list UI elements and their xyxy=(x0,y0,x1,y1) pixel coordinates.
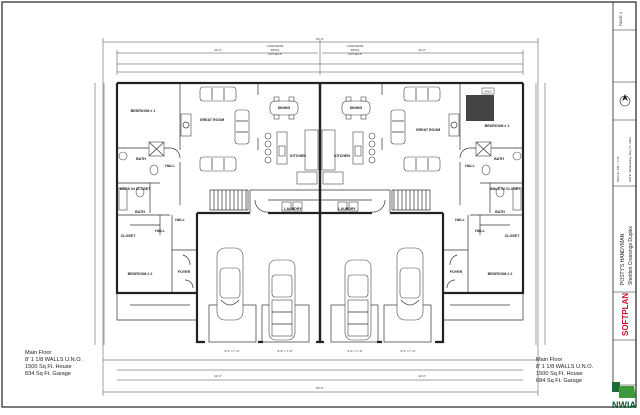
svg-text:HALL: HALL xyxy=(155,229,165,233)
svg-text:KITCHEN: KITCHEN xyxy=(290,154,306,158)
room-labels-left: BEDROOM # 1 GREAT ROOM DINING KITCHEN BA… xyxy=(120,106,307,353)
svg-text:LAUNDRY: LAUNDRY xyxy=(338,207,356,211)
svg-text:GREAT ROOM: GREAT ROOM xyxy=(416,128,441,132)
svg-text:BATH: BATH xyxy=(495,210,505,214)
svg-text:9'-0" x 7'-0": 9'-0" x 7'-0" xyxy=(400,349,415,353)
svg-text:1500 Sq Ft. House: 1500 Sq Ft. House xyxy=(536,371,583,377)
svg-text:BEDROOM # 2: BEDROOM # 2 xyxy=(488,272,513,276)
king-label: KING xyxy=(484,90,492,94)
patio-label-left: CONCRETE PATIO OR DECK xyxy=(267,44,284,56)
notes-right: Main Floor 8' 1 1/8 WALLS U.N.O. 1500 Sq… xyxy=(536,357,594,384)
project-name: Sheldon Crossings Duplex xyxy=(628,226,634,285)
svg-text:GREAT ROOM: GREAT ROOM xyxy=(200,118,225,122)
svg-text:PATIO: PATIO xyxy=(351,48,360,52)
overall-width-dim-bottom: 84'-0" xyxy=(316,386,324,390)
unit-width-dim-right: 42'-0" xyxy=(418,48,426,52)
svg-text:KITCHEN: KITCHEN xyxy=(334,154,350,158)
unit-width-dim-left-bottom: 42'-0" xyxy=(214,374,222,378)
svg-text:WALK IN CLOSET: WALK IN CLOSET xyxy=(490,187,522,191)
patio-label-right: CONCRETE PATIO OR DECK xyxy=(347,44,364,56)
svg-text:8' 1 1/8 WALLS U.N.O.: 8' 1 1/8 WALLS U.N.O. xyxy=(25,357,83,363)
svg-text:8' 1 1/8 WALLS U.N.O.: 8' 1 1/8 WALLS U.N.O. xyxy=(536,364,594,370)
svg-text:9'-0" x 7'-0": 9'-0" x 7'-0" xyxy=(347,349,362,353)
svg-text:OR DECK: OR DECK xyxy=(268,52,282,56)
svg-text:Main Floor: Main Floor xyxy=(25,350,52,356)
svg-text:CONCRETE: CONCRETE xyxy=(347,44,364,48)
svg-text:684 Sq Ft. Garage: 684 Sq Ft. Garage xyxy=(536,378,582,384)
svg-text:LAUNDRY: LAUNDRY xyxy=(284,207,302,211)
svg-text:BEDROOM # 1: BEDROOM # 1 xyxy=(131,109,156,113)
unit-right xyxy=(318,81,525,344)
svg-text:HALL: HALL xyxy=(465,164,475,168)
scale: SCALE: 1/8" = 1'-0" xyxy=(616,156,620,182)
page-number: PAGE 1 xyxy=(618,11,623,26)
svg-text:Main Floor: Main Floor xyxy=(536,357,563,363)
title-block: PAGE 1 SCALE: 1/8" = 1'-0" DATE: Wednesd… xyxy=(612,2,636,410)
unit-width-dim-right-bottom: 42'-0" xyxy=(418,374,426,378)
svg-text:1500 Sq Ft. House: 1500 Sq Ft. House xyxy=(25,364,72,370)
svg-text:BEDROOM # 2: BEDROOM # 2 xyxy=(128,272,153,276)
svg-text:FOYER: FOYER xyxy=(450,270,463,274)
sheet-border xyxy=(1,1,637,408)
svg-text:BEDROOM # 1: BEDROOM # 1 xyxy=(485,124,510,128)
svg-text:9'-0" x 7'-0": 9'-0" x 7'-0" xyxy=(277,349,292,353)
softplan-logo: SOFTPLAN xyxy=(621,293,630,336)
svg-text:HALL: HALL xyxy=(165,164,175,168)
svg-text:OR DECK: OR DECK xyxy=(348,52,362,56)
svg-text:9'-0" x 7'-0": 9'-0" x 7'-0" xyxy=(224,349,239,353)
svg-text:PATIO: PATIO xyxy=(271,48,280,52)
dimension-lines xyxy=(94,38,546,396)
notes-left: Main Floor 8' 1 1/8 WALLS U.N.O. 1500 Sq… xyxy=(25,350,83,377)
svg-text:BATH: BATH xyxy=(494,157,504,161)
svg-text:NWIA: NWIA xyxy=(612,400,636,410)
svg-text:CLOSET: CLOSET xyxy=(505,234,520,238)
svg-text:HALL: HALL xyxy=(175,218,185,222)
svg-text:HALL: HALL xyxy=(475,229,485,233)
svg-text:BATH: BATH xyxy=(135,210,145,214)
svg-text:DINING: DINING xyxy=(350,106,363,110)
svg-text:FOYER: FOYER xyxy=(178,270,191,274)
room-labels-right: BEDROOM # 1 GREAT ROOM DINING KITCHEN BA… xyxy=(334,106,521,353)
svg-text:WALK IN CLOSET: WALK IN CLOSET xyxy=(120,187,152,191)
unit-width-dim-left: 42'-0" xyxy=(214,48,222,52)
svg-text:BATH: BATH xyxy=(136,157,146,161)
nwia-logo: NWIA xyxy=(612,382,636,410)
svg-text:CONCRETE: CONCRETE xyxy=(267,44,284,48)
svg-text:DINING: DINING xyxy=(278,106,291,110)
svg-text:CLOSET: CLOSET xyxy=(121,234,136,238)
svg-text:834 Sq Ft. Garage: 834 Sq Ft. Garage xyxy=(25,371,71,377)
date: DATE: Wednesday, May 17, 2023 xyxy=(628,137,632,182)
client-name: POSTY'S HANDYMAN xyxy=(620,233,626,285)
svg-text:HALL: HALL xyxy=(455,218,465,222)
north-arrow-icon xyxy=(619,94,631,107)
overall-width-dim: 84'-0" xyxy=(316,37,324,41)
king-bed xyxy=(466,95,494,121)
